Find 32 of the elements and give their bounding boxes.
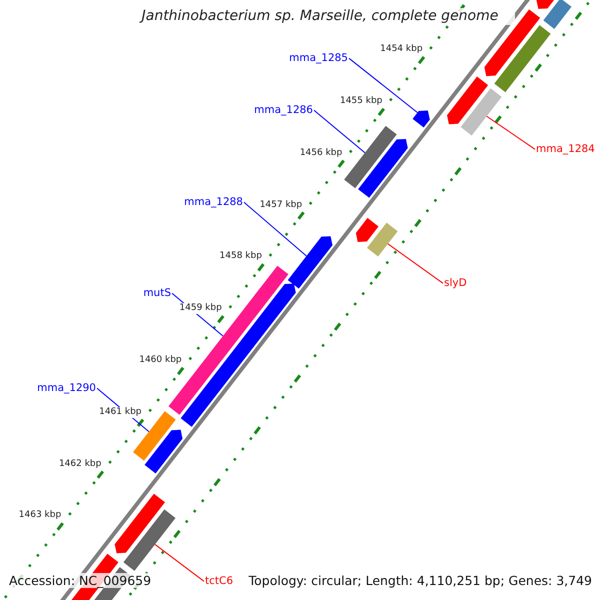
gene-label: mutS bbox=[143, 287, 171, 300]
gene-feature-block bbox=[412, 110, 430, 128]
leader-line bbox=[486, 116, 536, 150]
leader-line bbox=[154, 544, 204, 582]
leader-line bbox=[244, 202, 307, 256]
tick-label: 1454 kbp bbox=[380, 44, 423, 55]
tick-label: 1455 kbp bbox=[340, 96, 382, 107]
gene-label: mma_1286 bbox=[254, 104, 313, 117]
gene-label: mma_1288 bbox=[184, 196, 243, 209]
leader-line bbox=[314, 110, 366, 154]
leader-line bbox=[348, 58, 418, 114]
gene-label: slyD bbox=[444, 277, 467, 290]
genome-stats: Topology: circular; Length: 4,110,251 bp; Genes: 3,749 bbox=[248, 573, 592, 588]
gene-bar bbox=[367, 222, 398, 256]
gene-label: mma_1290 bbox=[37, 382, 96, 395]
tick-label: 1461 kbp bbox=[99, 406, 142, 418]
tick-label: 1462 kbp bbox=[58, 458, 102, 470]
gene-bar bbox=[344, 126, 397, 188]
accession-text: Accession: NC_009659 bbox=[9, 573, 152, 588]
gene-bar bbox=[123, 509, 176, 571]
gene-bar bbox=[460, 88, 502, 136]
leader-line bbox=[387, 243, 444, 284]
tick-label: 1457 kbp bbox=[260, 200, 302, 210]
gene-label: tctC6 bbox=[205, 575, 234, 588]
tick-label: 1463 kbp bbox=[18, 510, 62, 522]
gene-label: mma_1285 bbox=[289, 52, 348, 65]
tick-label: 1456 kbp bbox=[300, 148, 342, 159]
gene-feature-block bbox=[288, 236, 332, 289]
gene-label: mma_1284 bbox=[536, 143, 595, 156]
tick-label: 1460 kbp bbox=[139, 355, 182, 366]
tick-label: 1459 kbp bbox=[179, 303, 222, 314]
tick-label: 1458 kbp bbox=[220, 251, 262, 262]
